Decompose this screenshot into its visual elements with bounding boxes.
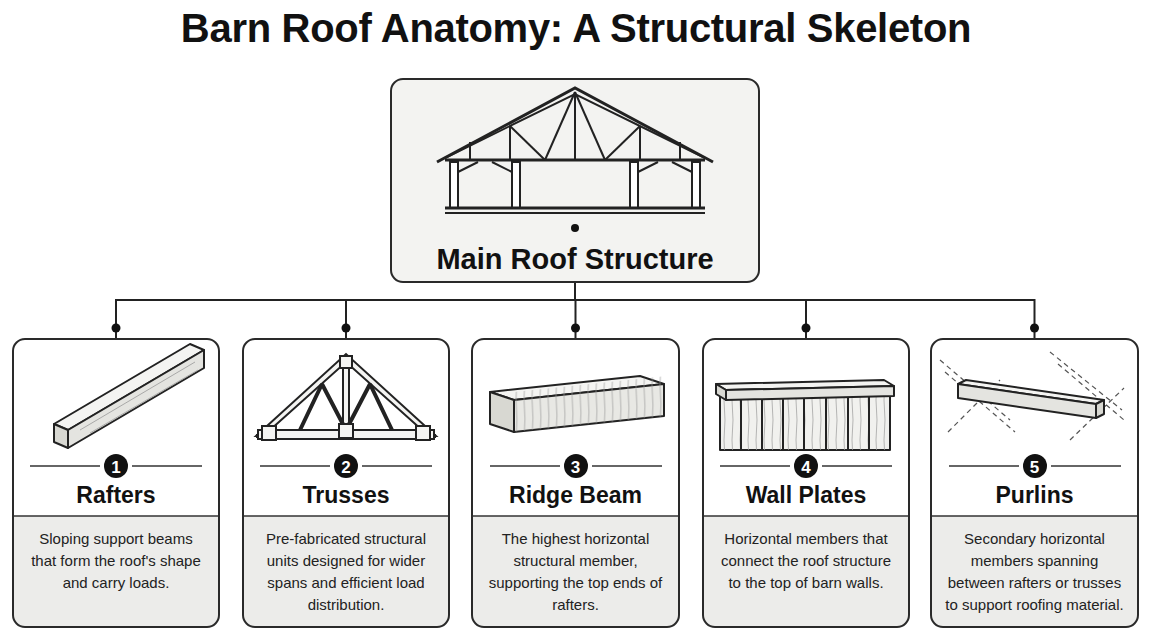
connector-dot [112,324,121,333]
callout-number: 4 [704,456,908,480]
component-description: The highest horizontal structural member… [485,528,666,616]
component-name: Purlins [932,482,1137,509]
diagram-title: Barn Roof Anatomy: A Structural Skeleton [0,6,1152,51]
component-card: 5PurlinsSecondary horizontal members spa… [930,338,1139,628]
connector-dot [571,324,580,333]
main-structure-box: Main Roof Structure [390,78,760,283]
purlin-illustration [958,380,1104,418]
connector-line [346,283,575,338]
connector-dot [802,324,811,333]
component-card: 2TrussesPre-fabricated structural units … [242,338,450,628]
wall-plate-illustration [716,380,894,450]
component-card: 4Wall PlatesHorizontal members that conn… [702,338,910,628]
child-box-fills [13,454,1138,627]
component-description: Secondary horizontal members spanning be… [944,528,1125,616]
component-description: Horizontal members that connect the roof… [716,528,896,594]
connector-dot [1030,324,1039,333]
rafter-illustration [54,344,204,448]
callout-number: 5 [932,456,1137,480]
main-heading: Main Roof Structure [392,243,758,276]
truss-illustration [256,354,436,440]
connector-line [575,283,806,338]
connector-line [575,283,1035,338]
main-box-fill [391,79,759,282]
barn-frame-illustration [437,88,713,213]
component-description: Sloping support beams that form the roof… [26,528,206,594]
component-name: Wall Plates [704,482,908,509]
component-description: Pre-fabricated structural units designed… [256,528,436,616]
component-name: Trusses [244,482,448,509]
component-card: 3Ridge BeamThe highest horizontal struct… [471,338,680,628]
purlin-guides [940,352,1124,440]
connector-line [116,283,575,338]
connector-dot [342,324,351,333]
component-card: 1RaftersSloping support beams that form … [12,338,220,628]
callout-number: 2 [244,456,448,480]
callout-number: 3 [473,456,678,480]
component-name: Ridge Beam [473,482,678,509]
callout-number: 1 [14,456,218,480]
component-name: Rafters [14,482,218,509]
ridge-beam-illustration [490,376,664,432]
